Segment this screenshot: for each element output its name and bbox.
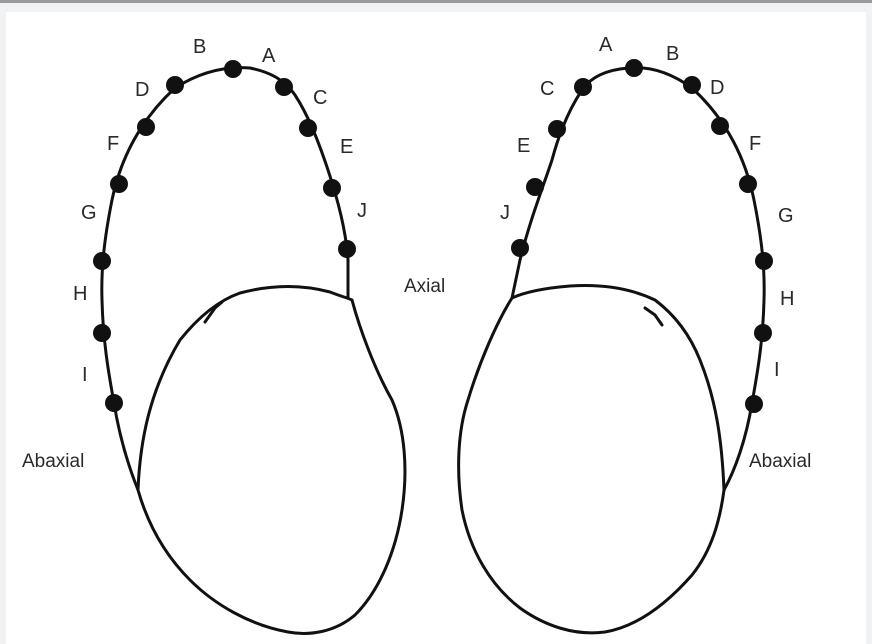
left-claw <box>102 68 405 634</box>
left-label-g: G <box>81 202 97 224</box>
right-label-g: G <box>778 205 794 227</box>
right-point-f-dot <box>739 175 757 193</box>
right-label-b: B <box>666 43 679 65</box>
right-label-a: A <box>599 34 613 56</box>
left-point-f-dot <box>137 118 155 136</box>
left-point-i-dot <box>93 324 111 342</box>
right-point-labels: A B C D E F J G H I <box>500 34 794 381</box>
left-point-j-dot <box>338 240 356 258</box>
right-label-j: J <box>500 202 510 224</box>
left-sole-outline <box>138 286 405 633</box>
right-point-e-dot <box>548 120 566 138</box>
axial-label: Axial <box>404 276 445 297</box>
left-label-e: E <box>340 136 353 158</box>
right-measurement-points <box>511 59 773 413</box>
right-point-b-dot <box>683 76 701 94</box>
right-point-d-dot <box>711 117 729 135</box>
right-label-f: F <box>749 133 761 155</box>
left-point-b-dot <box>224 60 242 78</box>
left-point-d-dot <box>166 76 184 94</box>
left-point-h-dot <box>93 252 111 270</box>
right-point-i-dot <box>745 395 763 413</box>
right-label-c: C <box>540 78 554 100</box>
right-point-c-dot <box>574 78 592 96</box>
left-point-labels: B A D C F E G J H I <box>73 36 367 386</box>
right-claw <box>459 68 765 633</box>
right-label-h: H <box>780 288 794 310</box>
left-point-k-dot <box>105 394 123 412</box>
left-label-i: I <box>82 364 88 386</box>
right-point-g-dot <box>755 252 773 270</box>
left-point-e-dot <box>323 179 341 197</box>
right-sole-outline <box>459 286 724 633</box>
left-point-c-dot <box>299 119 317 137</box>
left-measurement-points <box>93 60 356 412</box>
left-label-d: D <box>135 79 149 101</box>
abaxial-right-label: Abaxial <box>749 451 811 472</box>
right-point-j1-dot <box>526 178 544 196</box>
right-label-d: D <box>710 77 724 99</box>
left-label-a: A <box>262 45 276 67</box>
right-label-e: E <box>517 135 530 157</box>
right-point-a-dot <box>625 59 643 77</box>
left-point-a-dot <box>275 78 293 96</box>
right-label-i: I <box>774 359 780 381</box>
left-label-f: F <box>107 133 119 155</box>
right-point-h-dot <box>754 324 772 342</box>
left-label-b: B <box>193 36 206 58</box>
left-point-g-dot <box>110 175 128 193</box>
abaxial-left-label: Abaxial <box>22 451 84 472</box>
right-point-j2-dot <box>511 239 529 257</box>
left-label-j: J <box>357 200 367 222</box>
right-sole-notch <box>645 308 662 325</box>
left-label-h: H <box>73 283 87 305</box>
left-label-c: C <box>313 87 327 109</box>
